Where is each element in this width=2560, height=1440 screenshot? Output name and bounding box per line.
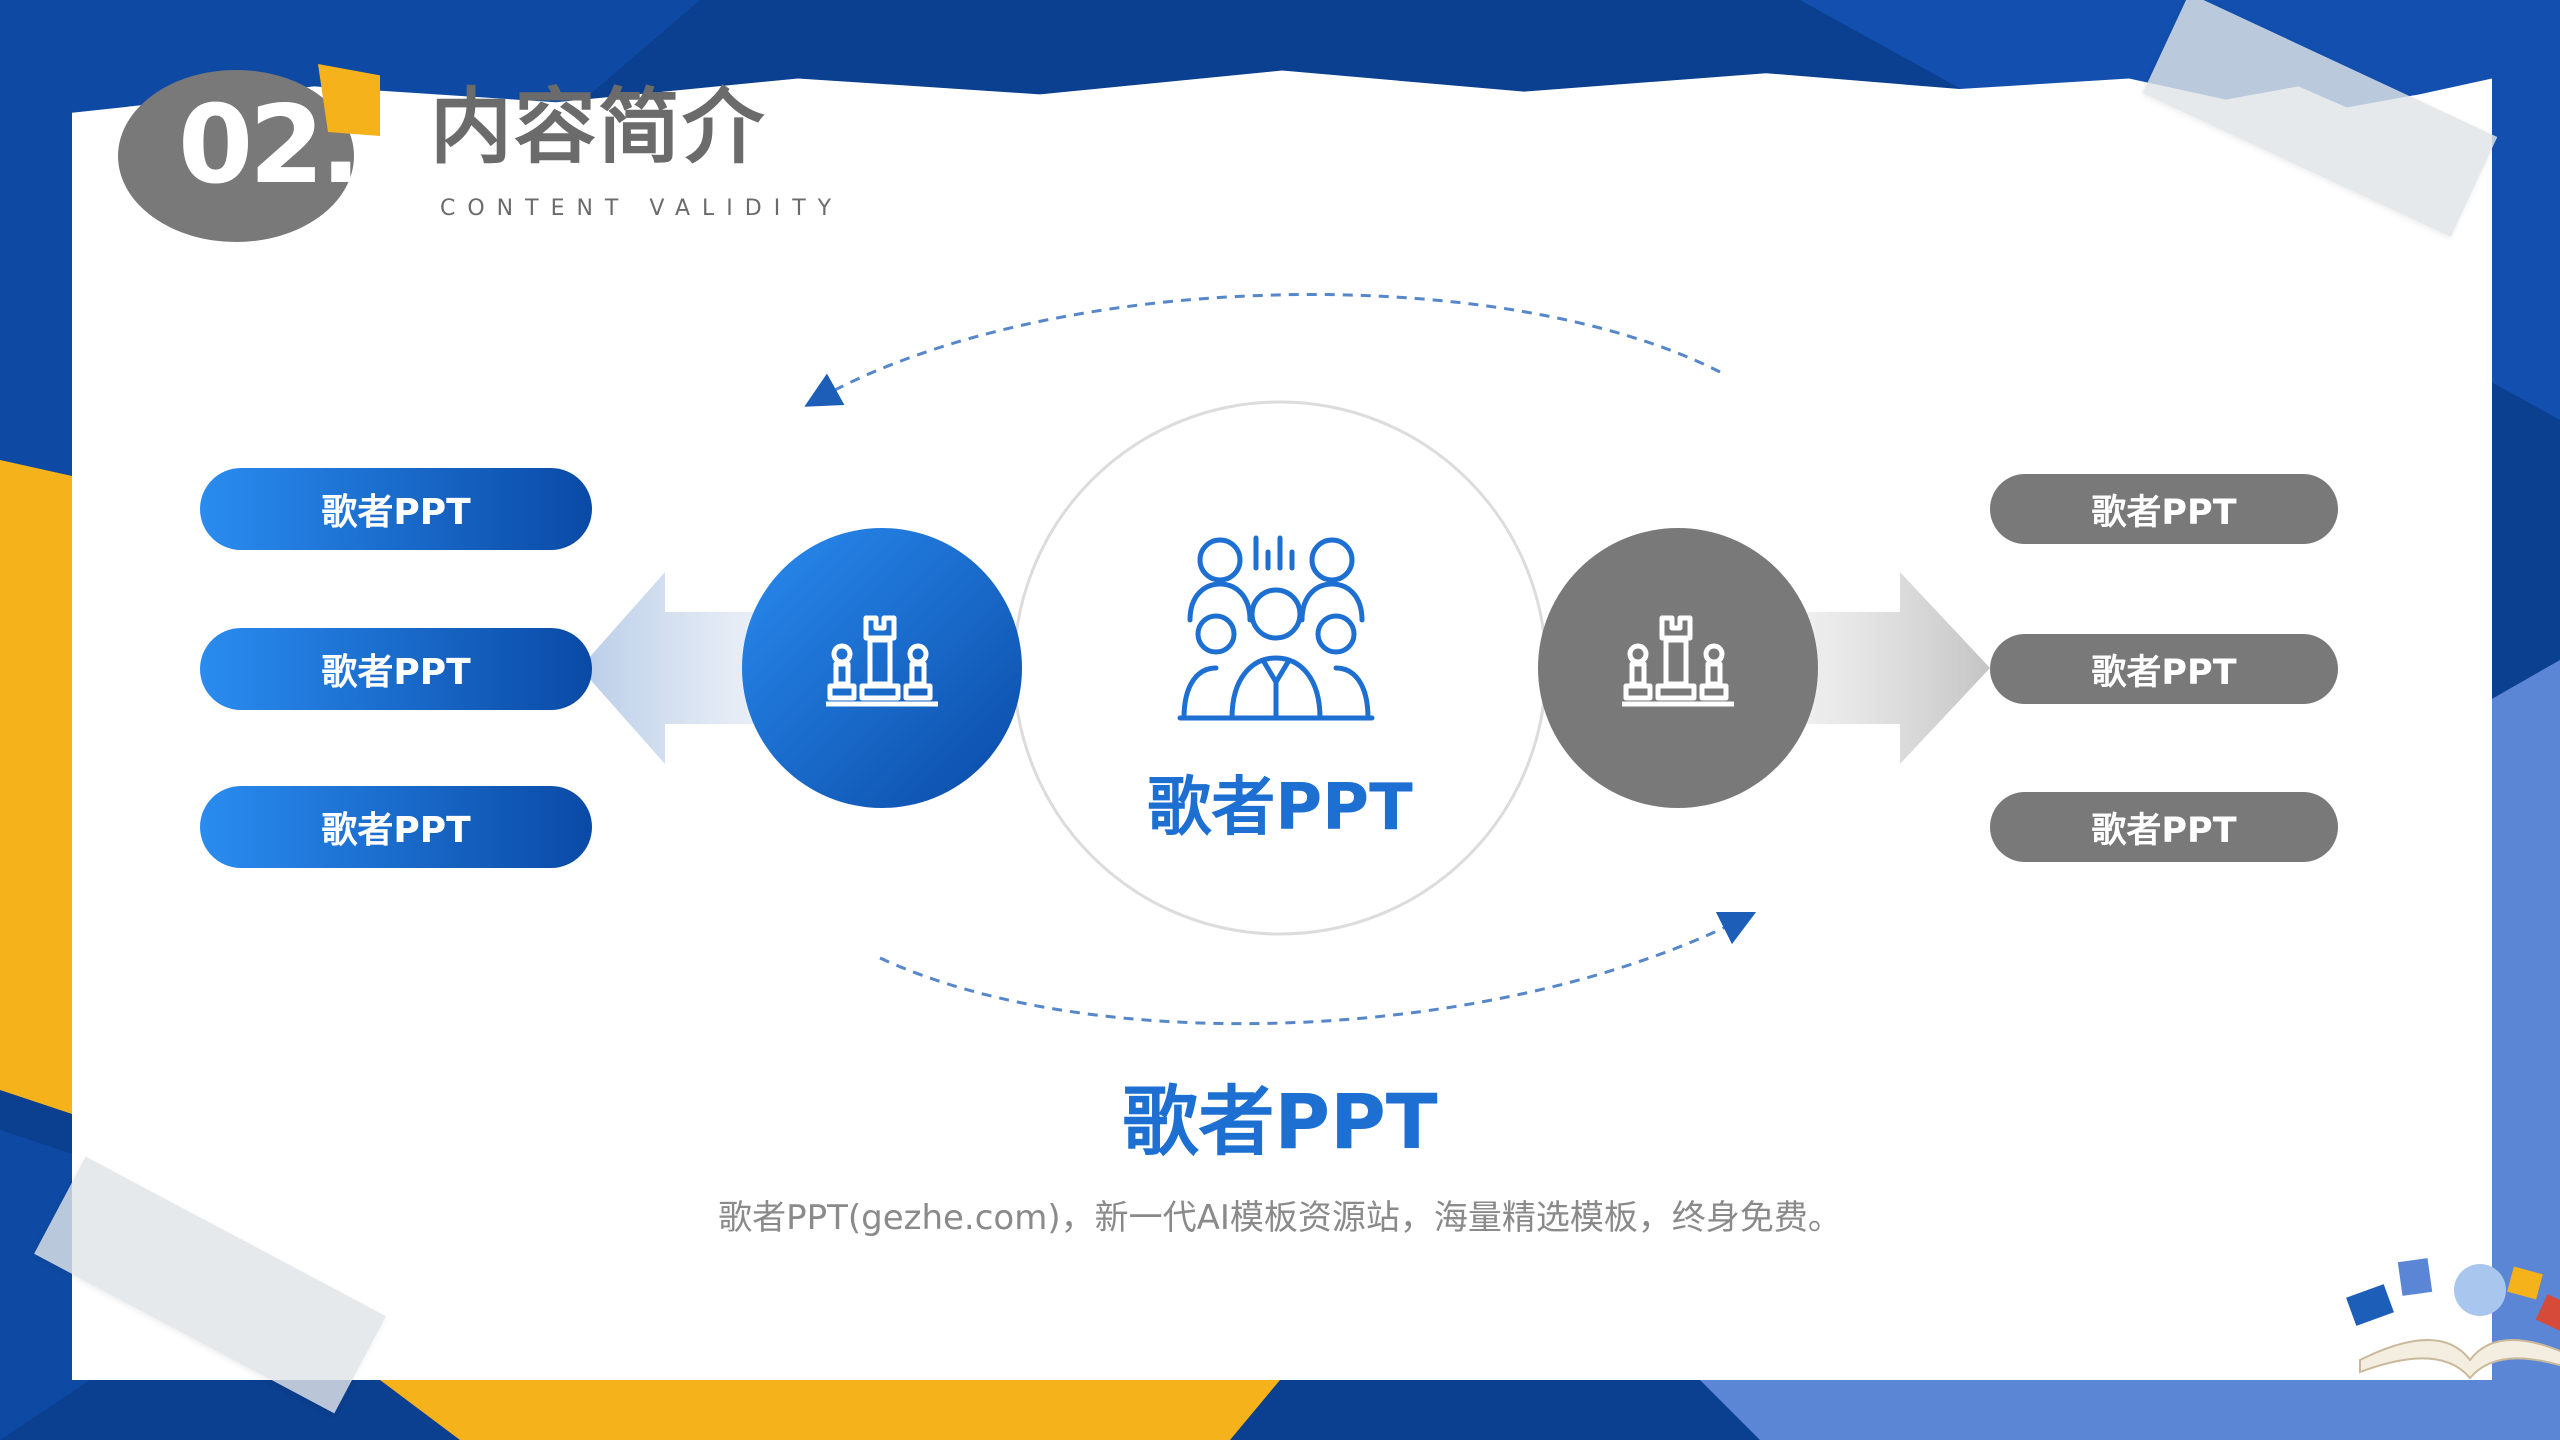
right-item-1: 歌者PPT (1990, 474, 2338, 544)
chess-icon (1622, 615, 1734, 707)
right-arrow (1780, 572, 1990, 764)
left-circle (742, 528, 1022, 808)
center-label: 歌者PPT (1147, 771, 1413, 845)
right-item-3: 歌者PPT (1990, 792, 2338, 862)
top-dashed-arc (804, 293, 1721, 407)
page-subtitle: CONTENT VALIDITY (440, 196, 844, 221)
left-arrow (580, 572, 780, 764)
section-number: 02. (178, 83, 361, 208)
right-circle (1538, 528, 1818, 808)
main-description: 歌者PPT(gezhe.com)，新一代AI模板资源站，海量精选模板，终身免费。 (718, 1198, 1842, 1238)
team-icon (1177, 535, 1375, 721)
left-item-2: 歌者PPT (200, 628, 592, 710)
page-title: 内容简介 (430, 80, 767, 175)
section-number-blob (118, 64, 380, 242)
left-item-1: 歌者PPT (200, 468, 592, 550)
center-circle (1012, 400, 1548, 936)
left-item-3: 歌者PPT (200, 786, 592, 868)
chess-icon (826, 615, 938, 707)
right-item-2: 歌者PPT (1990, 634, 2338, 704)
main-title: 歌者PPT (1122, 1077, 1438, 1166)
bottom-dashed-arc (879, 911, 1757, 1026)
books-illustration (2346, 1258, 2560, 1380)
